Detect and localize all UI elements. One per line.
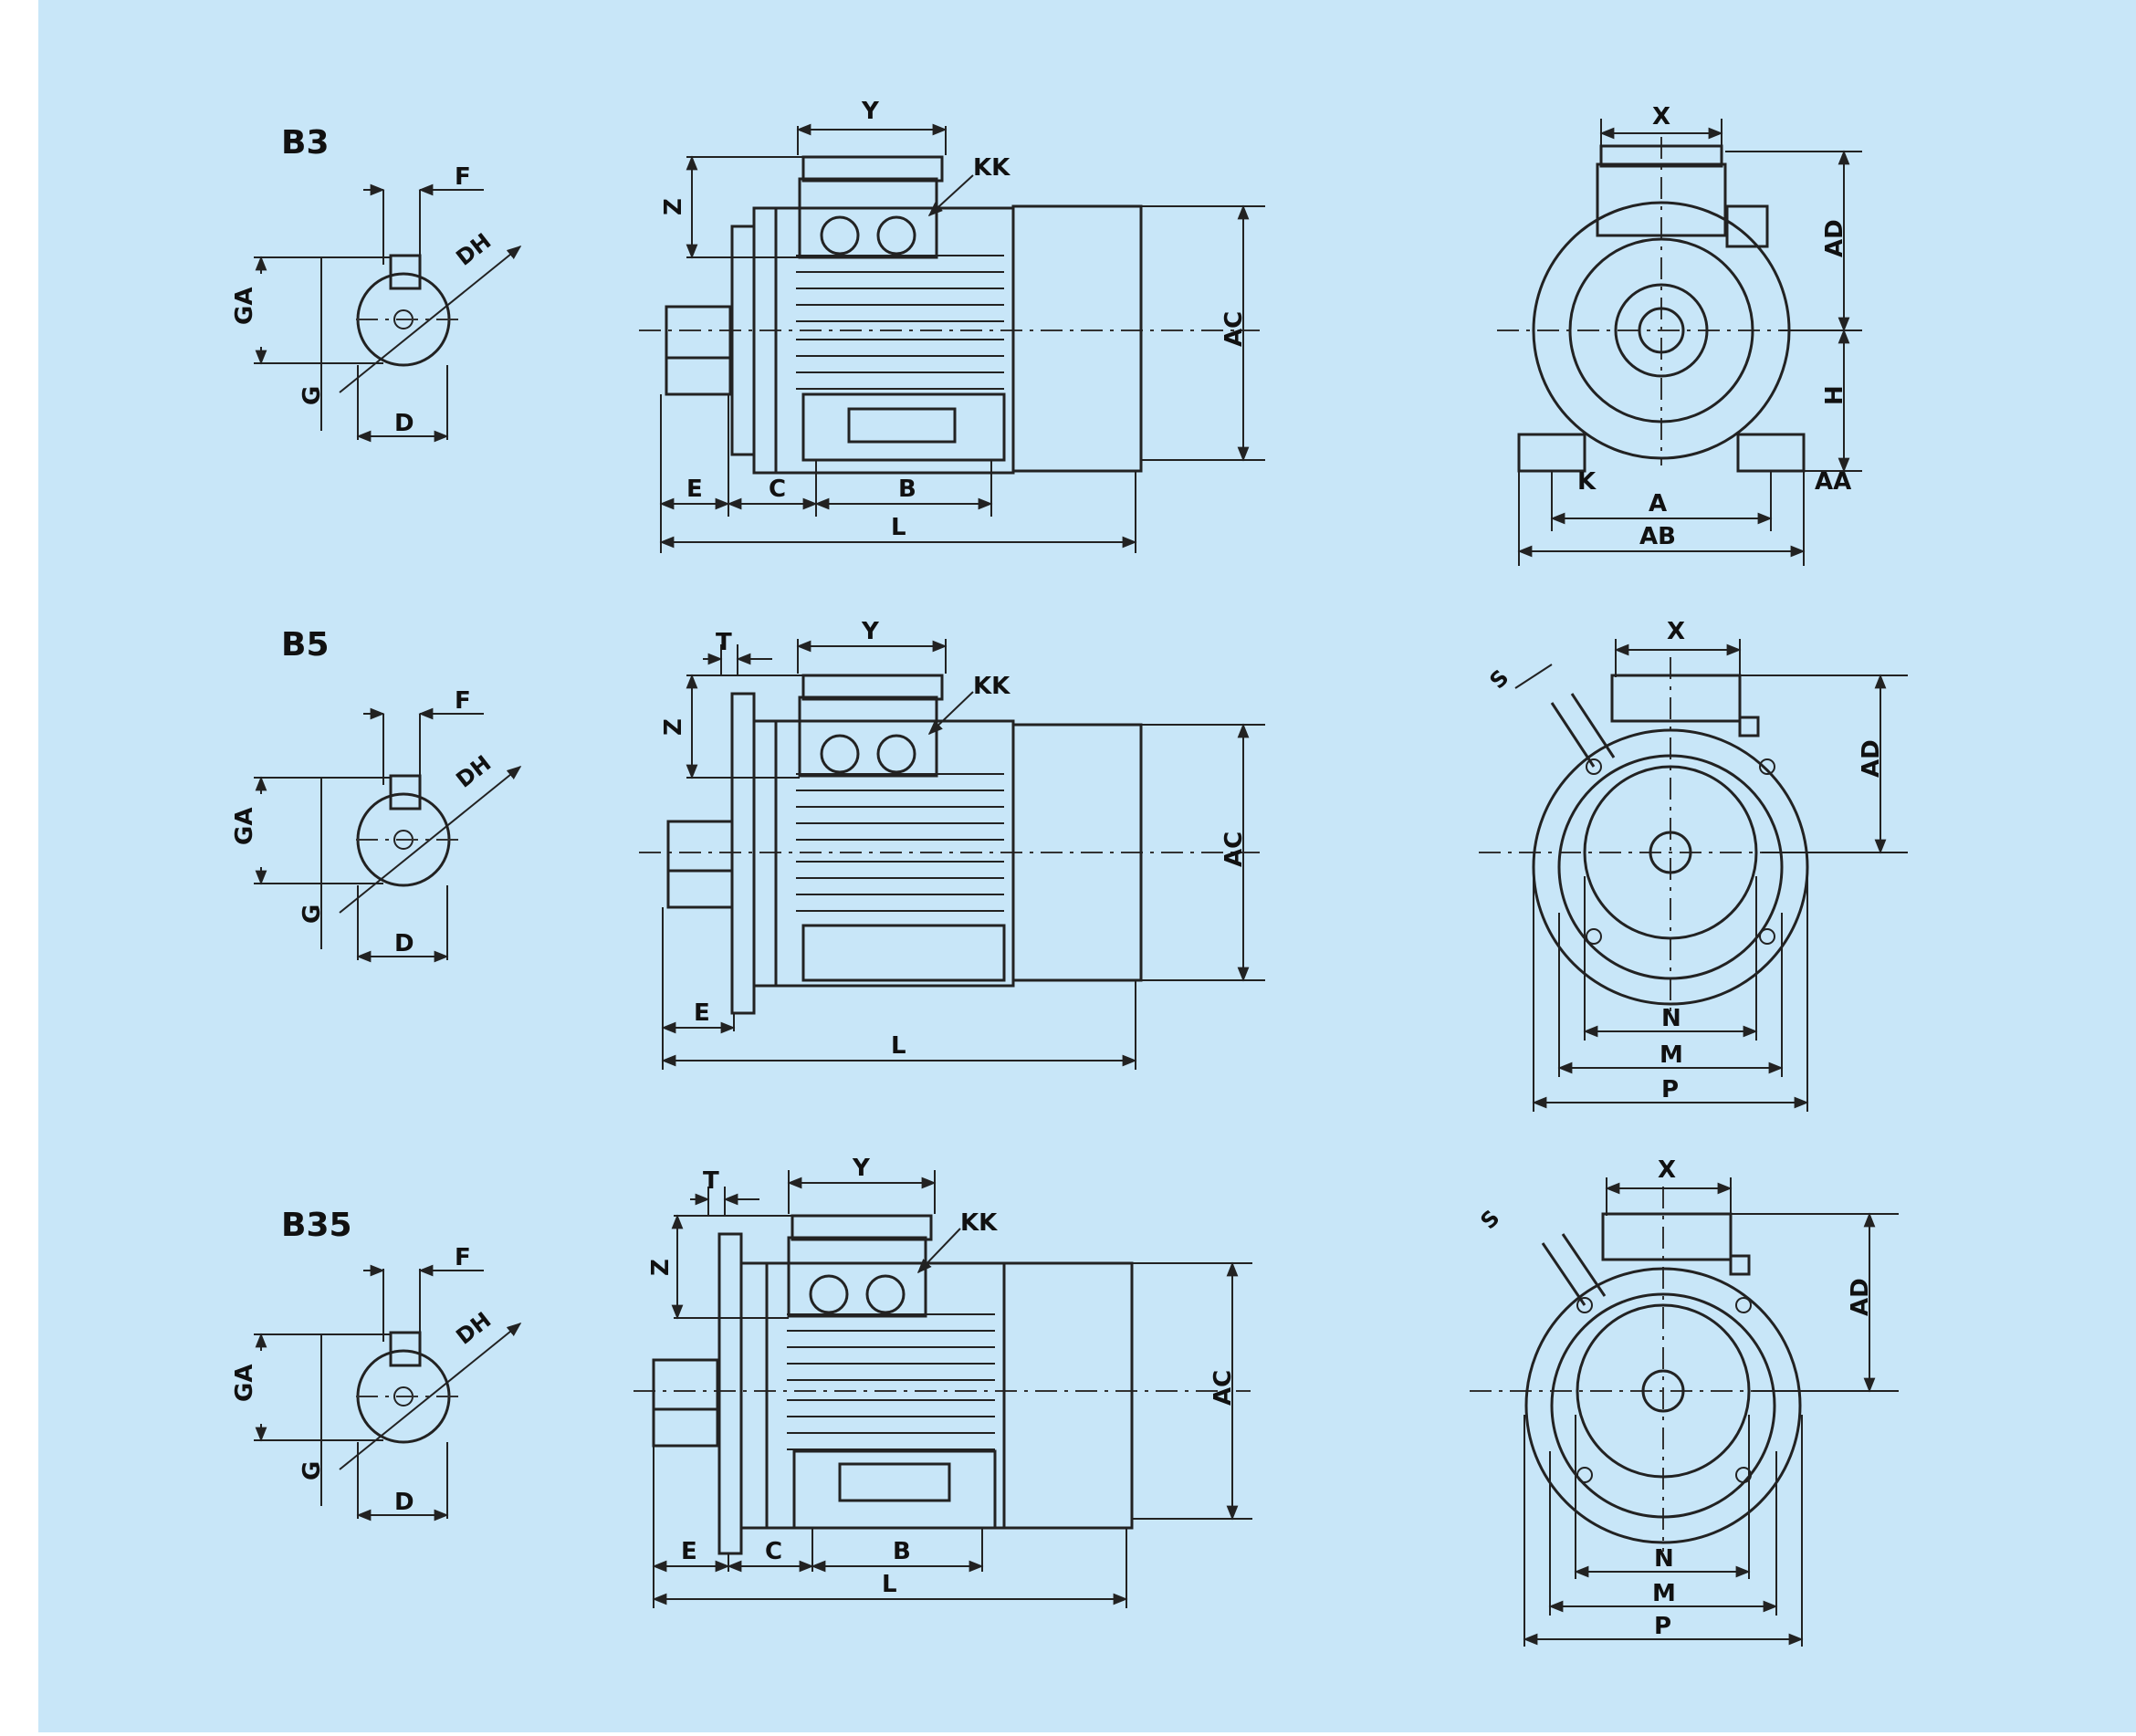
label-aa-b3: AA xyxy=(1815,468,1851,496)
label-l-b3: L xyxy=(891,514,906,541)
label-e-b35: E xyxy=(681,1538,697,1565)
label-p-b5: P xyxy=(1661,1076,1679,1103)
label-t-b35: T xyxy=(703,1167,719,1195)
label-k-b3: K xyxy=(1577,468,1597,496)
label-h-b3: H xyxy=(1821,385,1848,405)
label-g-b5: G xyxy=(298,905,326,924)
label-t-b5: T xyxy=(716,629,732,656)
row-b35: B35 F DH GA G D xyxy=(231,1155,1899,1647)
label-x-b35: X xyxy=(1658,1156,1676,1184)
side-view-b35: T Y KK Z AC E C B L xyxy=(633,1155,1252,1608)
label-n-b5: N xyxy=(1661,1005,1681,1032)
label-p-b35: P xyxy=(1654,1613,1671,1640)
label-f-b5: F xyxy=(455,687,471,715)
row-title-b35: B35 xyxy=(281,1207,352,1244)
label-ac-b35: AC xyxy=(1209,1370,1237,1406)
label-ga-b5: GA xyxy=(231,808,258,845)
label-a-b3: A xyxy=(1649,490,1667,518)
label-x-b3: X xyxy=(1652,103,1670,131)
label-c-b35: C xyxy=(765,1538,782,1565)
label-d-b35: D xyxy=(394,1489,414,1516)
label-d-b5: D xyxy=(394,930,414,957)
label-ad-b35: AD xyxy=(1847,1278,1874,1316)
label-g-b35: G xyxy=(298,1461,326,1480)
front-view-b5: X S AD N M P xyxy=(1479,618,1908,1112)
label-kk-b3: KK xyxy=(973,154,1010,182)
label-ad-b3: AD xyxy=(1821,219,1848,257)
front-view-b3: X AD H K A AA AB xyxy=(1497,103,1862,566)
label-ac-b3: AC xyxy=(1220,311,1248,347)
label-ab-b3: AB xyxy=(1639,523,1676,550)
label-m-b35: M xyxy=(1652,1580,1676,1607)
side-view-b3: Y KK Z AC E C B L xyxy=(639,98,1265,553)
row-title-b5: B5 xyxy=(281,626,330,664)
side-view-b5: T Y KK Z AC E L xyxy=(639,618,1265,1070)
background-panel xyxy=(38,0,2136,1732)
label-f-b3: F xyxy=(455,163,471,191)
label-d-b3: D xyxy=(394,410,414,437)
label-ga-b35: GA xyxy=(231,1365,258,1402)
label-m-b5: M xyxy=(1660,1041,1683,1069)
label-ga-b3: GA xyxy=(231,288,258,325)
label-y-b3: Y xyxy=(861,98,880,125)
label-b-b3: B xyxy=(898,476,916,503)
label-z-b5: Z xyxy=(660,718,687,736)
front-view-b35: X S AD N M P xyxy=(1470,1156,1899,1647)
row-title-b3: B3 xyxy=(281,124,330,162)
label-e-b3: E xyxy=(686,476,703,503)
label-kk-b5: KK xyxy=(973,673,1010,700)
label-ad-b5: AD xyxy=(1858,739,1885,778)
label-n-b35: N xyxy=(1654,1545,1674,1573)
label-g-b3: G xyxy=(298,386,326,405)
label-z-b35: Z xyxy=(647,1259,675,1276)
label-b-b35: B xyxy=(893,1538,911,1565)
label-x-b5: X xyxy=(1667,618,1685,645)
label-kk-b35: KK xyxy=(960,1209,998,1237)
label-c-b3: C xyxy=(769,476,786,503)
label-z-b3: Z xyxy=(660,198,687,215)
label-y-b5: Y xyxy=(861,618,880,645)
label-y-b35: Y xyxy=(852,1155,871,1182)
label-l-b35: L xyxy=(882,1571,897,1598)
label-f-b35: F xyxy=(455,1244,471,1271)
label-l-b5: L xyxy=(891,1032,906,1060)
label-ac-b5: AC xyxy=(1220,831,1248,867)
label-e-b5: E xyxy=(694,999,710,1027)
